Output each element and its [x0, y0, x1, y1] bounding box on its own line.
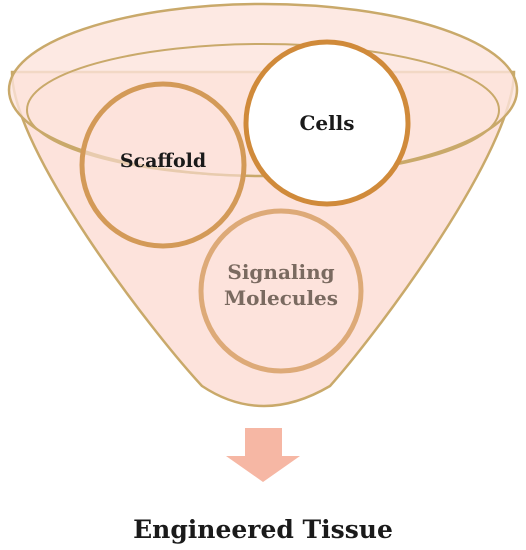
signaling-label-line1: Signaling — [227, 260, 334, 284]
cells-label: Cells — [299, 111, 354, 135]
scaffold-circle — [79, 81, 247, 249]
scaffold-label: Scaffold — [120, 150, 206, 172]
signaling-molecules-circle — [198, 208, 364, 374]
down-arrow-icon — [226, 428, 300, 482]
signaling-label-line2: Molecules — [224, 286, 338, 310]
engineered-tissue-label: Engineered Tissue — [133, 515, 393, 544]
cells-circle — [243, 39, 411, 207]
